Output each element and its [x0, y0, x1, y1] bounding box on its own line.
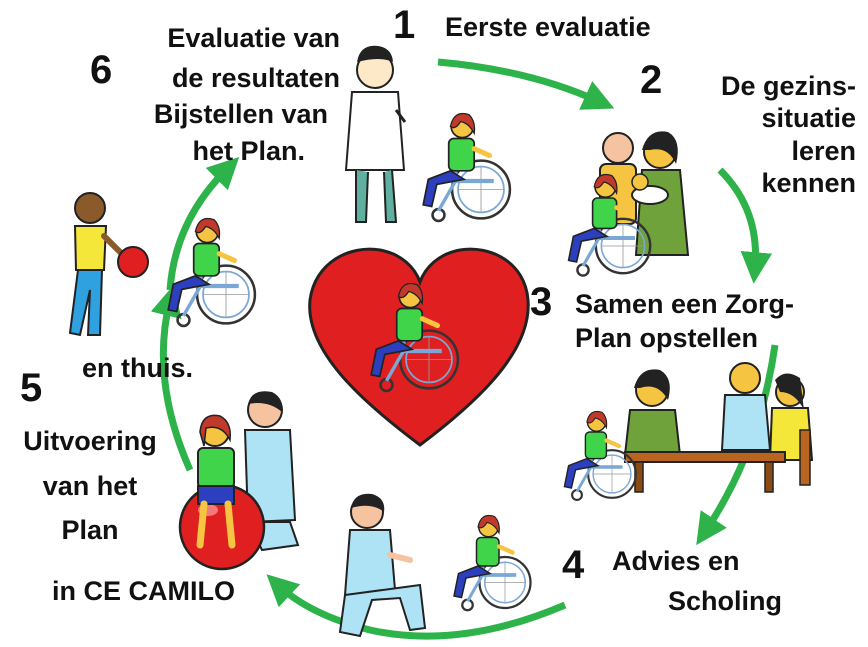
wheelchair-child-icon	[454, 515, 531, 610]
step-5-location-home: en thuis.	[82, 353, 194, 383]
step-3-line-1: Samen een Zorg-	[575, 289, 795, 319]
step-2-line-1: De gezins-	[720, 71, 856, 101]
step-3-line-2: Plan opstellen	[575, 323, 759, 353]
step-5-number: 5	[20, 366, 43, 410]
step-2-line-3: leren	[791, 136, 856, 166]
child-on-ball	[196, 414, 236, 549]
arrow-5-to-6	[150, 284, 194, 472]
step-6-line-1: Evaluatie van	[167, 23, 340, 53]
heart-icon	[308, 247, 530, 447]
step-5-location-center: in CE CAMILO	[52, 576, 235, 606]
step-5-line-3: Plan	[61, 515, 119, 545]
step-4-number: 4	[562, 543, 585, 587]
wheelchair-child-icon	[423, 114, 510, 221]
step-2-line-4: kennen	[761, 168, 856, 198]
arrow-4-to-5	[266, 574, 567, 640]
step-5-line-1: Uitvoering	[23, 426, 157, 456]
step-1-label: Eerste evaluatie	[445, 12, 651, 42]
step-4-line-1: Advies en	[612, 546, 740, 576]
step-6-line-2: de resultaten	[171, 63, 340, 93]
arrow-1-to-2	[437, 58, 615, 110]
step-6-number: 6	[90, 48, 113, 92]
therapist-icon	[338, 493, 427, 638]
arrow-6-to-1	[166, 156, 240, 291]
step-6-line-4: het Plan.	[192, 136, 305, 166]
arrow-2-to-3	[717, 167, 773, 284]
step-4-line-2: Scholing	[668, 586, 782, 616]
step-1-number: 1	[393, 3, 416, 47]
step-5-line-2: van het	[42, 471, 138, 501]
table-meeting-icon	[623, 362, 814, 493]
doctor-icon	[344, 45, 407, 223]
boy-with-ball-icon	[68, 192, 149, 337]
step-2-number: 2	[640, 58, 663, 102]
step-6-line-3: Bijstellen van	[153, 99, 328, 129]
step-3-number: 3	[530, 280, 553, 324]
step-2-line-2: situatie	[761, 103, 856, 133]
